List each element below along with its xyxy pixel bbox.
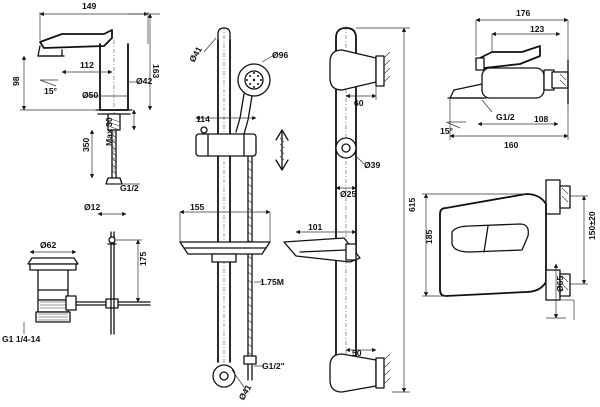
dim-basin-d42: Ø42 (136, 76, 152, 86)
dim-basin-height: 163 (151, 64, 161, 79)
dim-front-flange: Ø65 (555, 276, 565, 292)
dim-rail-diameter: Ø25 (340, 189, 356, 199)
dim-basin-98: 98 (11, 76, 21, 86)
dim-basin-d50: Ø50 (82, 90, 98, 100)
dim-bath-angle: 15° (440, 126, 454, 136)
dim-waste-thread: G1 1/4-14 (2, 334, 40, 344)
dim-front-centres: 150±20 (587, 211, 597, 240)
basin-mixer-drawing (20, 11, 160, 185)
dim-head-diameter: Ø96 (272, 50, 288, 60)
dim-rail-top-diameter: Ø41 (187, 45, 204, 64)
dim-dish-155: 155 (190, 202, 205, 212)
dim-bath-108: 108 (534, 114, 549, 124)
dim-hose-thread: G1/2" (262, 361, 285, 371)
dim-front-height: 185 (424, 229, 434, 244)
dim-side-50: 50 (352, 348, 362, 358)
dim-bracket-114: 114 (196, 114, 210, 124)
dim-rail-bottom-diameter: Ø41 (237, 383, 254, 402)
dim-basin-angle: 15° (44, 86, 58, 96)
dim-bath-thread: G1/2 (496, 112, 515, 122)
dim-bath-123: 123 (530, 24, 545, 34)
dim-rail-length: 615 (407, 197, 417, 212)
pop-up-waste-drawing (23, 211, 151, 335)
shower-rail-front-drawing (179, 26, 289, 391)
dim-basin-spout: 112 (80, 60, 94, 70)
dim-dish-101: 101 (308, 222, 323, 232)
dim-hose-length: 1.75M (260, 277, 284, 287)
shower-rail-side-drawing (283, 26, 410, 393)
dim-side-60: 60 (354, 98, 364, 108)
dim-waste-cap-diameter: Ø62 (40, 240, 56, 250)
dim-basin-350: 350 (81, 137, 91, 152)
dim-basin-thread: G1/2 (120, 183, 139, 193)
bath-mixer-front-drawing (422, 179, 588, 320)
dim-bath-160: 160 (504, 140, 519, 150)
dim-waste-rod-diameter: Ø12 (84, 202, 100, 212)
bath-mixer-side-drawing (445, 17, 569, 140)
dim-bath-176: 176 (516, 8, 531, 18)
dim-basin-width: 149 (82, 1, 97, 11)
dim-basin-max30: Max 30 (104, 117, 114, 146)
dim-waste-175: 175 (138, 251, 148, 266)
dim-slider-diameter: Ø39 (364, 160, 380, 170)
